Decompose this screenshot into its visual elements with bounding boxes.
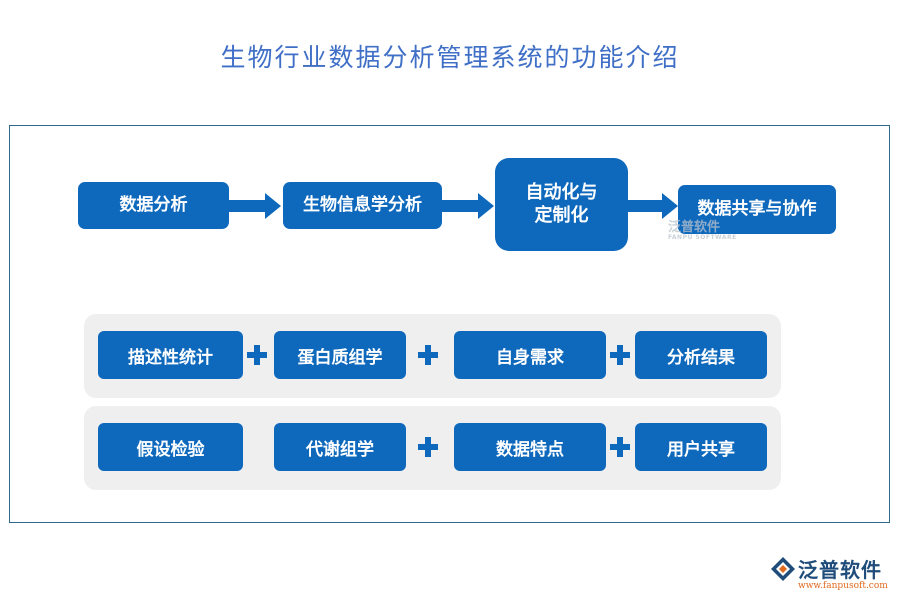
feature-hypothesis-testing: 假设检验 <box>98 423 243 471</box>
flow-arrow-1 <box>229 193 281 219</box>
flow-arrow-2 <box>442 193 494 219</box>
flow-step-data-analysis: 数据分析 <box>78 182 229 229</box>
feature-metabolomics: 代谢组学 <box>274 423 406 471</box>
flow-arrow-3 <box>628 193 678 219</box>
watermark-name: 泛普软件 <box>668 220 721 235</box>
flow-step-data-sharing: 数据共享与协作 <box>678 185 836 234</box>
watermark-sub: FANPU SOFTWARE <box>668 234 737 241</box>
feature-own-needs: 自身需求 <box>454 331 606 379</box>
feature-user-sharing: 用户共享 <box>635 423 767 471</box>
content-frame <box>9 125 890 523</box>
feature-descriptive-statistics: 描述性统计 <box>98 331 243 379</box>
plus-icon <box>418 437 438 457</box>
watermark: 泛普软件 FANPU SOFTWARE <box>668 221 737 241</box>
page-title: 生物行业数据分析管理系统的功能介绍 <box>220 43 680 72</box>
feature-analysis-results: 分析结果 <box>635 331 767 379</box>
feature-proteomics: 蛋白质组学 <box>274 331 406 379</box>
plus-icon <box>247 345 267 365</box>
logo-url: www.fanpusoft.com <box>798 581 888 591</box>
feature-data-characteristics: 数据特点 <box>454 423 606 471</box>
logo-name: 泛普软件 <box>798 558 882 582</box>
plus-icon <box>418 345 438 365</box>
flow-step-bioinformatics: 生物信息学分析 <box>283 182 442 229</box>
brand-logo: 泛普软件 www.fanpusoft.com <box>770 552 892 596</box>
flow-step-automation: 自动化与 定制化 <box>495 158 628 251</box>
plus-icon <box>610 437 630 457</box>
plus-icon <box>610 345 630 365</box>
fanpu-logo-icon <box>771 557 795 581</box>
